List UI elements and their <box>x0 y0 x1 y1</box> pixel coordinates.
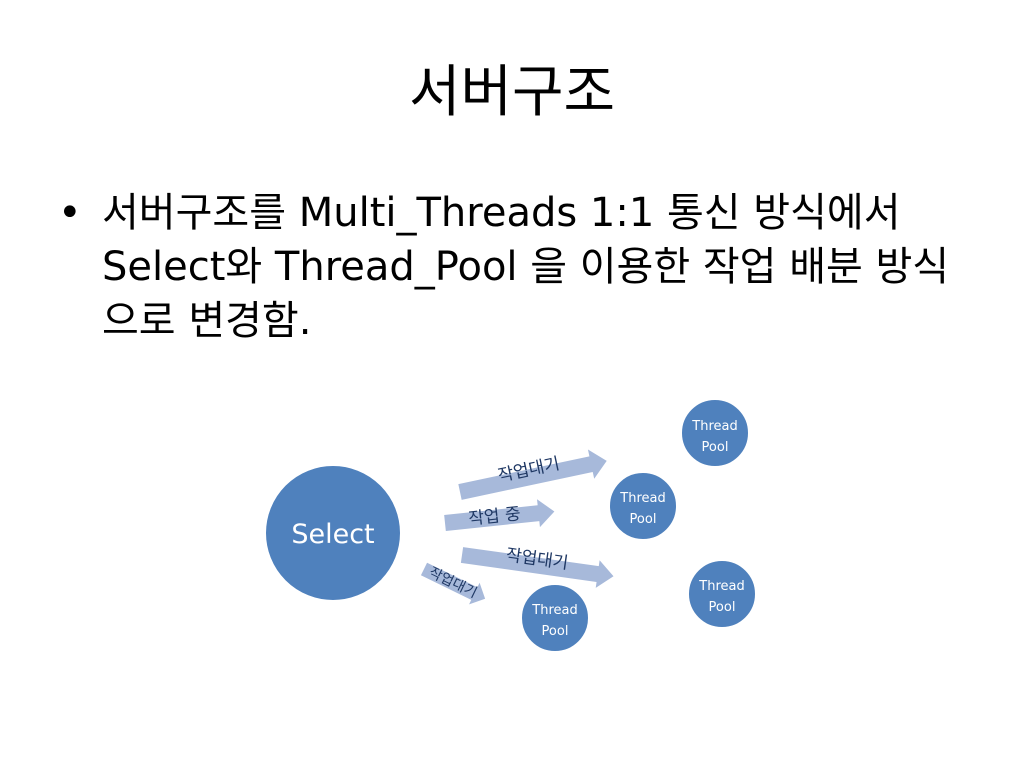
arrow-2-label: 작업 중 <box>468 504 522 529</box>
thread-pool-label-line1: Thread <box>619 491 665 506</box>
thread-pool-circle <box>520 583 590 653</box>
select-node-label: Select <box>291 519 374 550</box>
bullet-item-text: 서버구조를 Multi_Threads 1:1 통신 방식에서 Select와 … <box>102 190 950 344</box>
thread-pool-label-line2: Pool <box>709 600 736 615</box>
select-node-circle <box>264 464 402 602</box>
bullet-marker: • <box>58 190 82 236</box>
thread-pool-label-line1: Thread <box>691 419 737 434</box>
thread-pool-circle <box>680 398 750 468</box>
arrow-4: 작업대기 <box>420 562 486 605</box>
arrow-2-shape <box>444 499 555 531</box>
thread-pool-circle <box>608 471 678 541</box>
arrow-4-label: 작업대기 <box>426 565 479 602</box>
thread-pool-circle <box>687 559 757 629</box>
thread-pool-node: Thread Pool <box>608 471 678 541</box>
arrow-2: 작업 중 <box>444 499 555 531</box>
thread-pool-label-line1: Thread <box>531 603 577 618</box>
thread-pool-node: Thread Pool <box>680 398 750 468</box>
thread-pool-label-line2: Pool <box>702 440 729 455</box>
arrow-4-shape <box>420 562 486 605</box>
arrow-3: 작업대기 <box>460 545 614 588</box>
thread-pool-label-line1: Thread <box>698 579 744 594</box>
arrow-3-shape <box>460 547 614 588</box>
thread-pool-node: Thread Pool <box>687 559 757 629</box>
arrow-1-shape <box>458 449 607 500</box>
thread-pool-label-line2: Pool <box>542 624 569 639</box>
select-node: Select <box>264 464 402 602</box>
thread-pool-node: Thread Pool <box>520 583 590 653</box>
slide-title: 서버구조 <box>408 60 616 125</box>
thread-pool-label-line2: Pool <box>630 512 657 527</box>
arrow-1: 작업대기 <box>458 449 607 500</box>
